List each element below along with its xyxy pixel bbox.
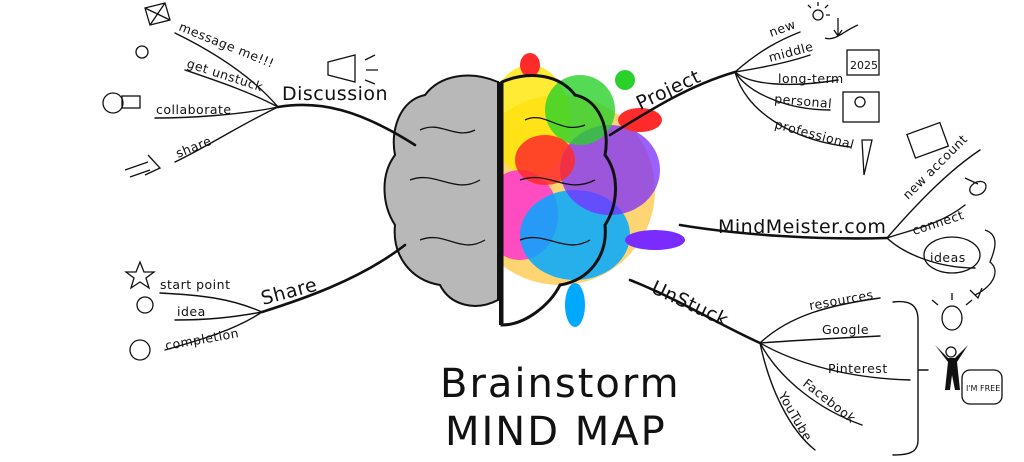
item-completion: completion bbox=[164, 325, 240, 353]
arrows-icon bbox=[124, 154, 162, 178]
title-mind-map: MIND MAP bbox=[445, 409, 667, 455]
item-resources: resources bbox=[808, 287, 875, 313]
speech-bubble: I'M FREE! bbox=[961, 369, 1003, 405]
item-idea: idea bbox=[177, 304, 206, 319]
brain-right-half bbox=[500, 74, 617, 327]
item-personal: personal bbox=[774, 91, 833, 111]
item-share: share bbox=[174, 133, 214, 161]
link-icon bbox=[964, 177, 987, 196]
item-ideas: ideas bbox=[930, 250, 966, 265]
brain-icon bbox=[129, 339, 151, 361]
item-long-term: long-term bbox=[778, 71, 844, 86]
item-new: new bbox=[767, 16, 798, 39]
chat-bubble-icon bbox=[102, 92, 124, 114]
branch-mindmeister: MindMeister.com new account connect idea… bbox=[678, 121, 996, 300]
item-pinterest: Pinterest bbox=[828, 361, 888, 376]
item-collaborate: collaborate bbox=[156, 102, 232, 117]
calendar-year: 2025 bbox=[850, 59, 878, 72]
title-brainstorm: Brainstorm bbox=[440, 361, 681, 407]
curly-arrow-icon bbox=[969, 229, 996, 300]
computer-icon bbox=[906, 121, 950, 159]
item-start-point: start point bbox=[160, 277, 230, 292]
brain-illustration bbox=[383, 53, 685, 327]
branch-discussion: Discussion message me!!! get unstuck col… bbox=[102, 2, 417, 178]
branch-unstuck: UnStuck resources Google Pinterest Faceb… bbox=[628, 277, 1003, 456]
item-youtube: YouTube bbox=[775, 388, 816, 443]
svg-text:I'M FREE!: I'M FREE! bbox=[966, 384, 1003, 393]
envelope-icon bbox=[144, 2, 171, 26]
brain-left-half bbox=[383, 74, 499, 307]
calendar-icon: 2025 bbox=[846, 49, 880, 76]
project-label: Project bbox=[633, 66, 704, 115]
bubble-icon bbox=[135, 45, 149, 59]
megaphone-icon bbox=[327, 54, 378, 85]
sun-icon bbox=[807, 2, 830, 21]
lightbulb-icon bbox=[136, 296, 154, 314]
branch-share: Share start point idea completion bbox=[124, 243, 407, 361]
item-google: Google bbox=[822, 322, 869, 337]
tie-icon bbox=[861, 139, 873, 176]
star-icon bbox=[124, 260, 156, 290]
bracket bbox=[892, 300, 929, 456]
discussion-label: Discussion bbox=[282, 83, 388, 105]
lightbulb-person-icon bbox=[931, 293, 973, 390]
unstuck-label: UnStuck bbox=[648, 277, 732, 332]
mindmeister-label: MindMeister.com bbox=[718, 216, 886, 238]
photo-frame-icon bbox=[842, 91, 880, 123]
arrow-down-icon bbox=[824, 18, 859, 40]
item-facebook: Facebook bbox=[800, 376, 859, 427]
item-connect: connect bbox=[910, 207, 965, 238]
